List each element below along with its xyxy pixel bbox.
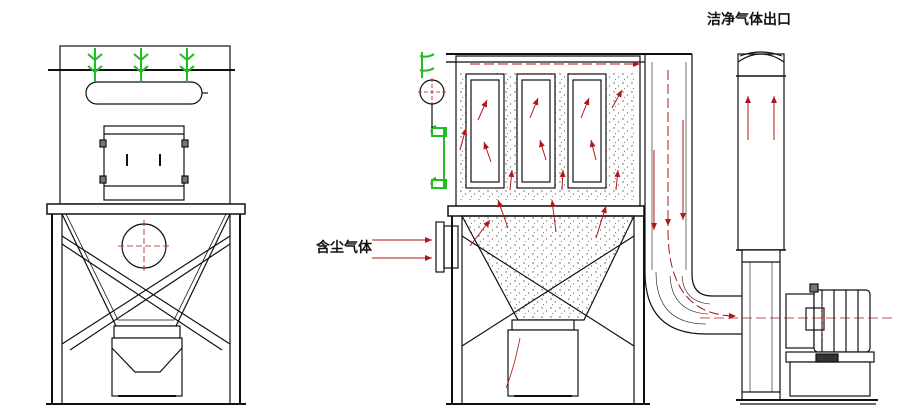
dusty-gas-inlet-label: 含尘气体: [316, 240, 372, 256]
side-view-collector: [46, 45, 246, 405]
fan-and-exhaust-stack: [700, 51, 892, 405]
clean-gas-outlet-label: 洁净气体出口: [707, 12, 791, 28]
access-door: [99, 125, 189, 201]
pulse-header-pipe: [85, 81, 208, 105]
inlet-flow-arrows: [372, 199, 607, 261]
pulse-valve-icons: [87, 48, 195, 82]
outlet-duct: [644, 54, 742, 335]
filter-flow-arrows: [459, 61, 640, 191]
pulse-valve-side-icons: [419, 52, 447, 189]
filter-bags: [465, 73, 607, 189]
front-view-collector: [372, 52, 692, 405]
